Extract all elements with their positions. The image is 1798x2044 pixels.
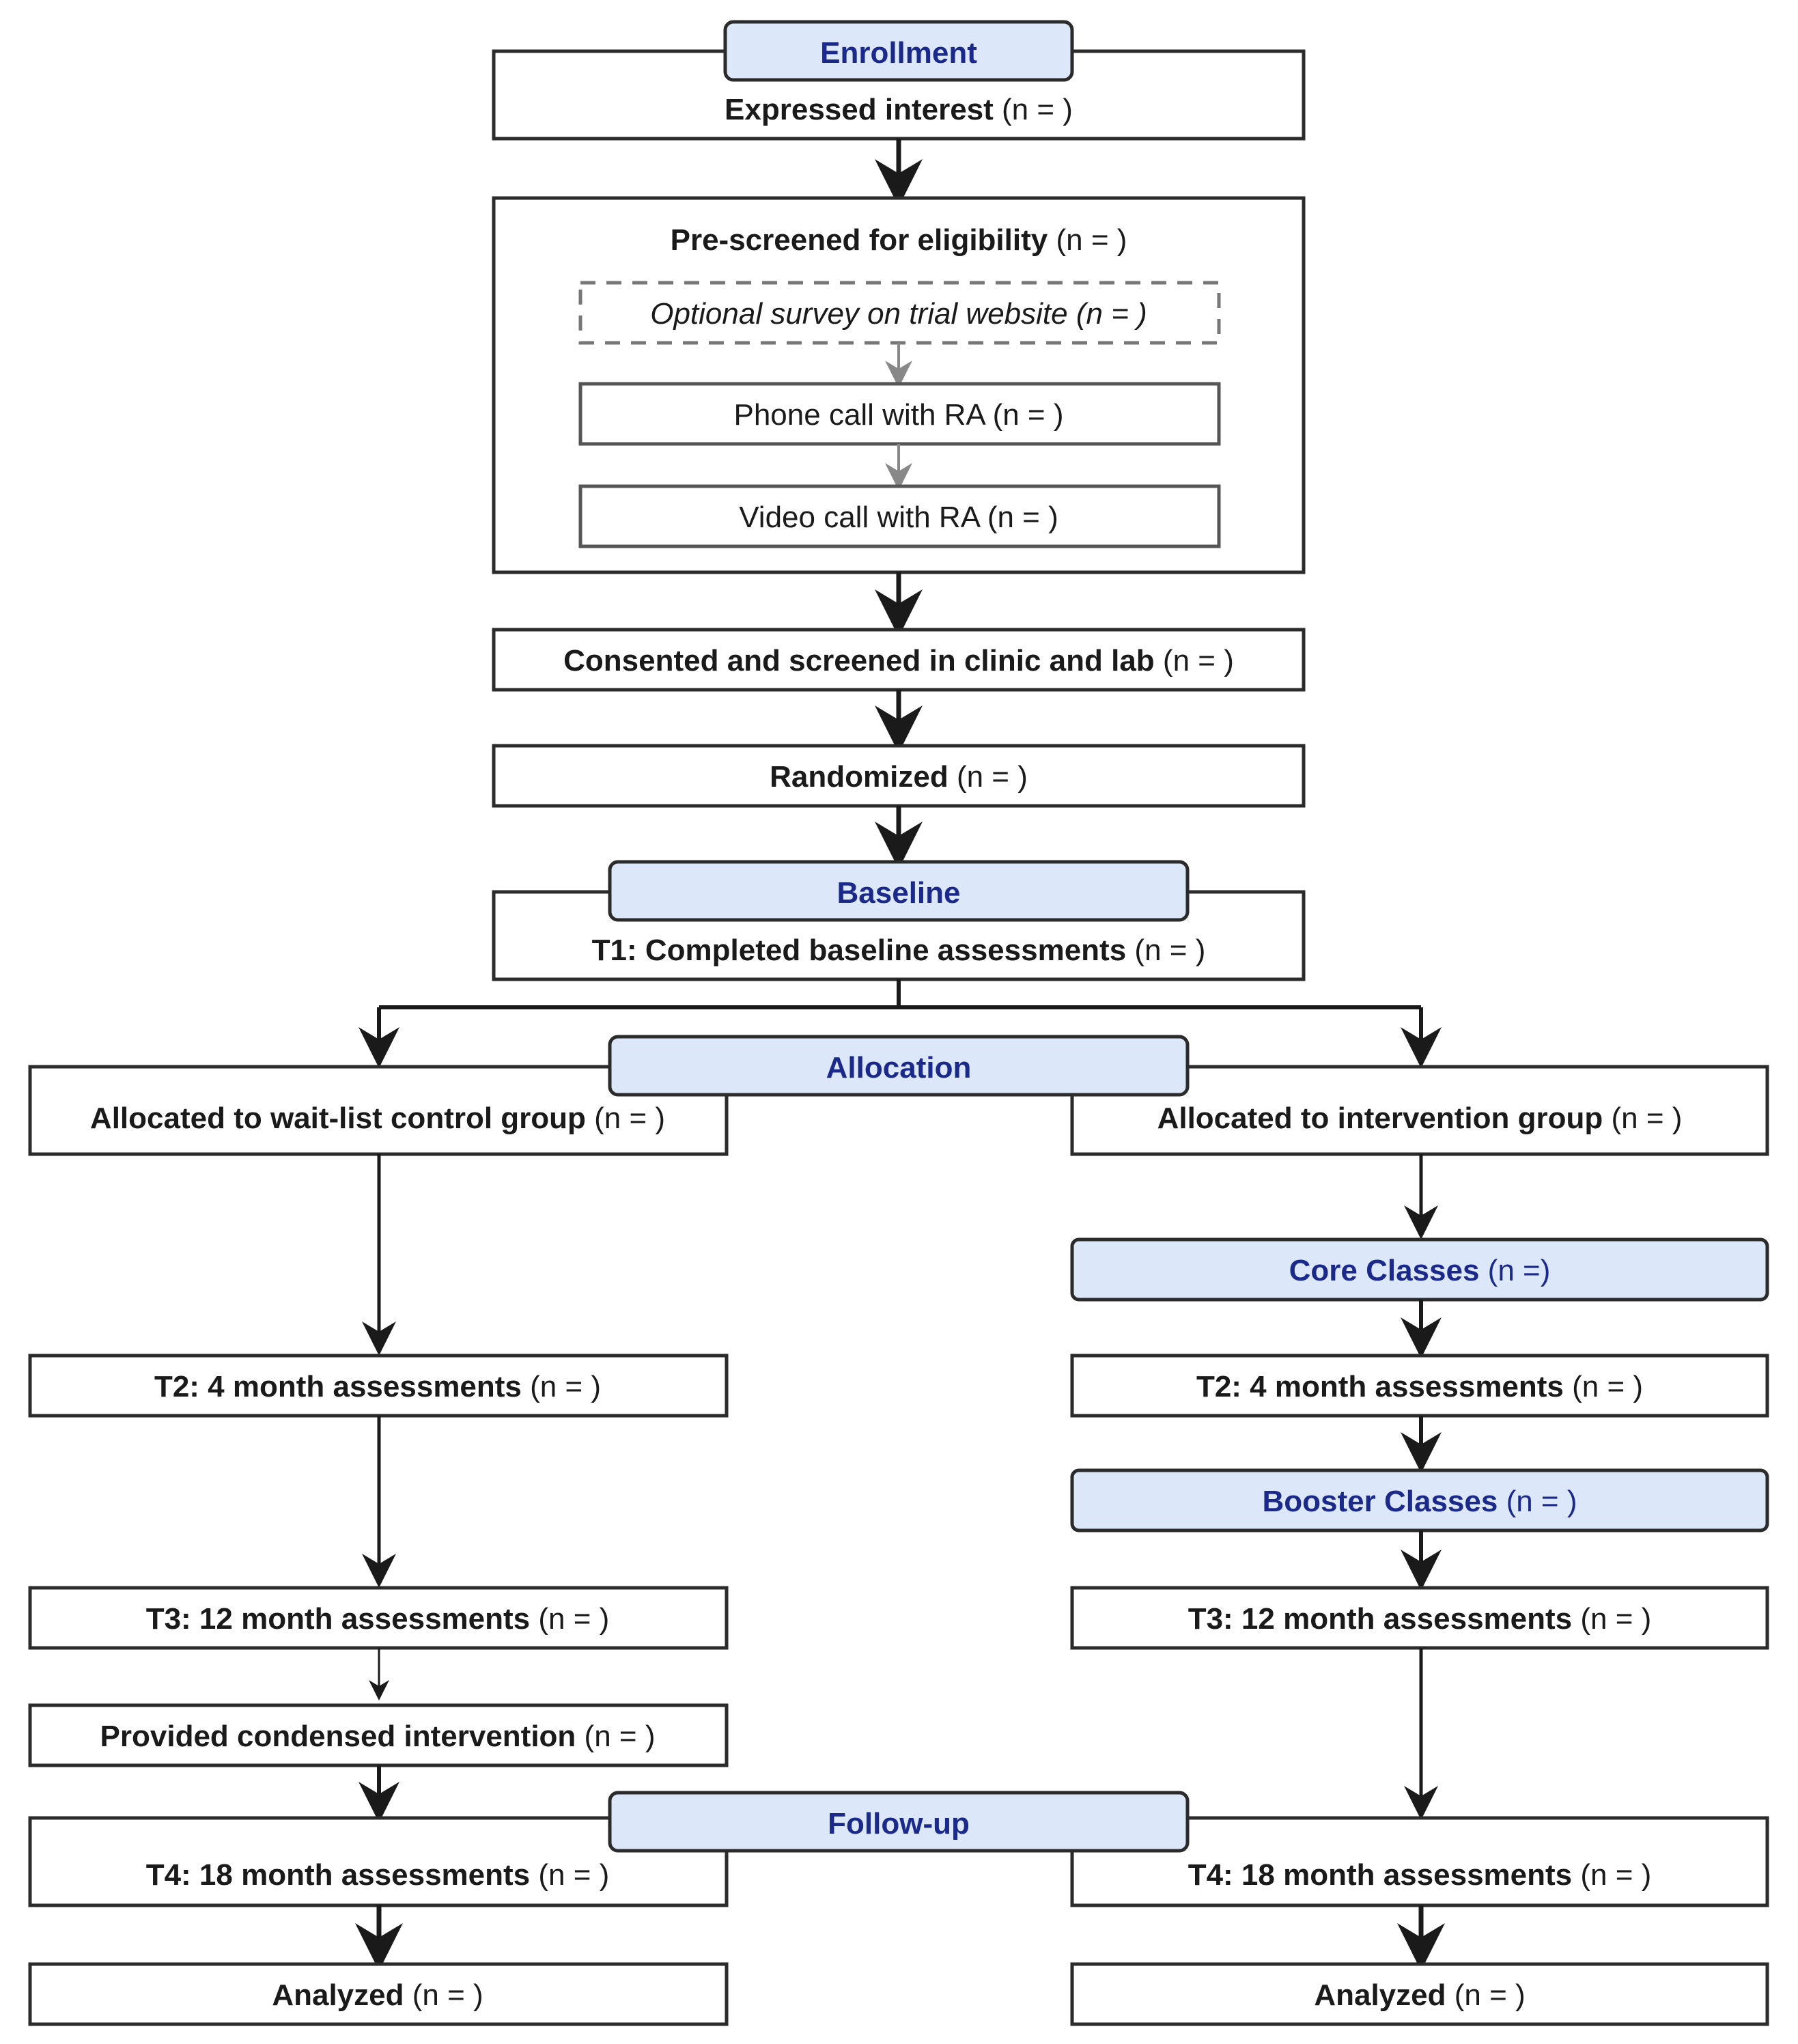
allocation-stage-label-box <box>608 1035 1190 1097</box>
randomized-box <box>492 744 1306 808</box>
control-analyzed-text: Analyzed (n = ) <box>272 1978 483 2012</box>
prescreen-n: (n = ) <box>1056 223 1127 257</box>
control-t2-n: (n = ) <box>530 1370 601 1403</box>
randomized-label: Randomized <box>770 760 949 794</box>
control-condensed-label: Provided condensed intervention <box>100 1720 576 1753</box>
intervention-analyzed-n: (n = ) <box>1455 1978 1526 2012</box>
randomized-n: (n = ) <box>957 760 1028 794</box>
consented-box <box>492 628 1306 692</box>
prescreen-label: Pre-screened for eligibility <box>671 223 1048 257</box>
control-analyzed-n: (n = ) <box>412 1978 483 2012</box>
control-t3-text: T3: 12 month assessments (n = ) <box>146 1602 610 1636</box>
expressed-interest-label: Expressed interest <box>725 93 994 126</box>
randomized-text: Randomized (n = ) <box>770 760 1028 794</box>
allocation-stage-label: Allocation <box>826 1051 972 1084</box>
enrollment-stage-label: Enrollment <box>820 36 977 70</box>
core-classes-label: Core Classes <box>1289 1254 1480 1287</box>
intervention-t2-text: T2: 4 month assessments (n = ) <box>1196 1370 1643 1403</box>
baseline-stage-label-box <box>608 860 1190 922</box>
intervention-allocated-text: Allocated to intervention group (n = ) <box>1157 1102 1683 1135</box>
followup-stage-label: Follow-up <box>828 1807 970 1840</box>
intervention-t3-n: (n = ) <box>1580 1602 1651 1636</box>
control-condensed-box <box>28 1703 729 1767</box>
control-condensed-n: (n = ) <box>585 1720 656 1753</box>
booster-classes-text: Booster Classes (n = ) <box>1263 1485 1577 1518</box>
intervention-t2-box <box>1070 1354 1769 1418</box>
control-t2-label: T2: 4 month assessments <box>154 1370 522 1403</box>
intervention-t2-label: T2: 4 month assessments <box>1196 1370 1564 1403</box>
control-analyzed-box <box>28 1962 729 2026</box>
control-t4-n: (n = ) <box>538 1858 609 1892</box>
control-allocated-text: Allocated to wait-list control group (n … <box>90 1102 665 1135</box>
intervention-analyzed-box <box>1070 1962 1769 2026</box>
intervention-analyzed-label: Analyzed <box>1314 1978 1446 2012</box>
baseline-stage-label: Baseline <box>837 876 961 910</box>
control-allocated-n: (n = ) <box>594 1102 665 1135</box>
t1-baseline-n: (n = ) <box>1134 934 1205 967</box>
enrollment-stage-label-box <box>723 20 1074 82</box>
control-condensed-text: Provided condensed intervention (n = ) <box>100 1720 656 1753</box>
control-t3-label: T3: 12 month assessments <box>146 1602 530 1636</box>
control-allocated-label: Allocated to wait-list control group <box>90 1102 586 1135</box>
intervention-t3-label: T3: 12 month assessments <box>1188 1602 1572 1636</box>
core-classes-text: Core Classes (n =) <box>1289 1254 1551 1287</box>
t1-baseline-text: T1: Completed baseline assessments (n = … <box>592 934 1206 967</box>
consented-text: Consented and screened in clinic and lab… <box>563 644 1234 677</box>
video-call-box <box>578 484 1221 548</box>
split-connector <box>379 979 901 1009</box>
intervention-t2-n: (n = ) <box>1572 1370 1643 1403</box>
intervention-t3-text: T3: 12 month assessments (n = ) <box>1188 1602 1652 1636</box>
control-t4-label: T4: 18 month assessments <box>146 1858 530 1892</box>
booster-classes-n: (n = ) <box>1506 1485 1577 1518</box>
intervention-allocated-label: Allocated to intervention group <box>1157 1102 1603 1135</box>
expressed-interest-n: (n = ) <box>1002 93 1073 126</box>
control-t2-box <box>28 1354 729 1418</box>
intervention-t4-label: T4: 18 month assessments <box>1188 1858 1572 1892</box>
core-classes-n: (n =) <box>1488 1254 1551 1287</box>
expressed-interest-text: Expressed interest (n = ) <box>725 93 1073 126</box>
consented-n: (n = ) <box>1163 644 1234 677</box>
intervention-t4-n: (n = ) <box>1580 1858 1651 1892</box>
video-call-label: Video call with RA (n = ) <box>739 501 1058 534</box>
control-t2-text: T2: 4 month assessments (n = ) <box>154 1370 601 1403</box>
intervention-t4-text: T4: 18 month assessments (n = ) <box>1188 1858 1652 1892</box>
control-t3-n: (n = ) <box>538 1602 609 1636</box>
intervention-analyzed-text: Analyzed (n = ) <box>1314 1978 1525 2012</box>
t1-baseline-label: T1: Completed baseline assessments <box>592 934 1127 967</box>
prescreen-text: Pre-screened for eligibility (n = ) <box>671 223 1127 257</box>
optional-survey-label: Optional survey on trial website (n = ) <box>650 297 1147 331</box>
consented-label: Consented and screened in clinic and lab <box>563 644 1155 677</box>
followup-stage-label-box <box>608 1791 1190 1853</box>
phone-call-label: Phone call with RA (n = ) <box>733 398 1063 432</box>
control-t4-text: T4: 18 month assessments (n = ) <box>146 1858 610 1892</box>
booster-classes-label: Booster Classes <box>1263 1485 1498 1518</box>
intervention-allocated-n: (n = ) <box>1612 1102 1683 1135</box>
control-analyzed-label: Analyzed <box>272 1978 404 2012</box>
